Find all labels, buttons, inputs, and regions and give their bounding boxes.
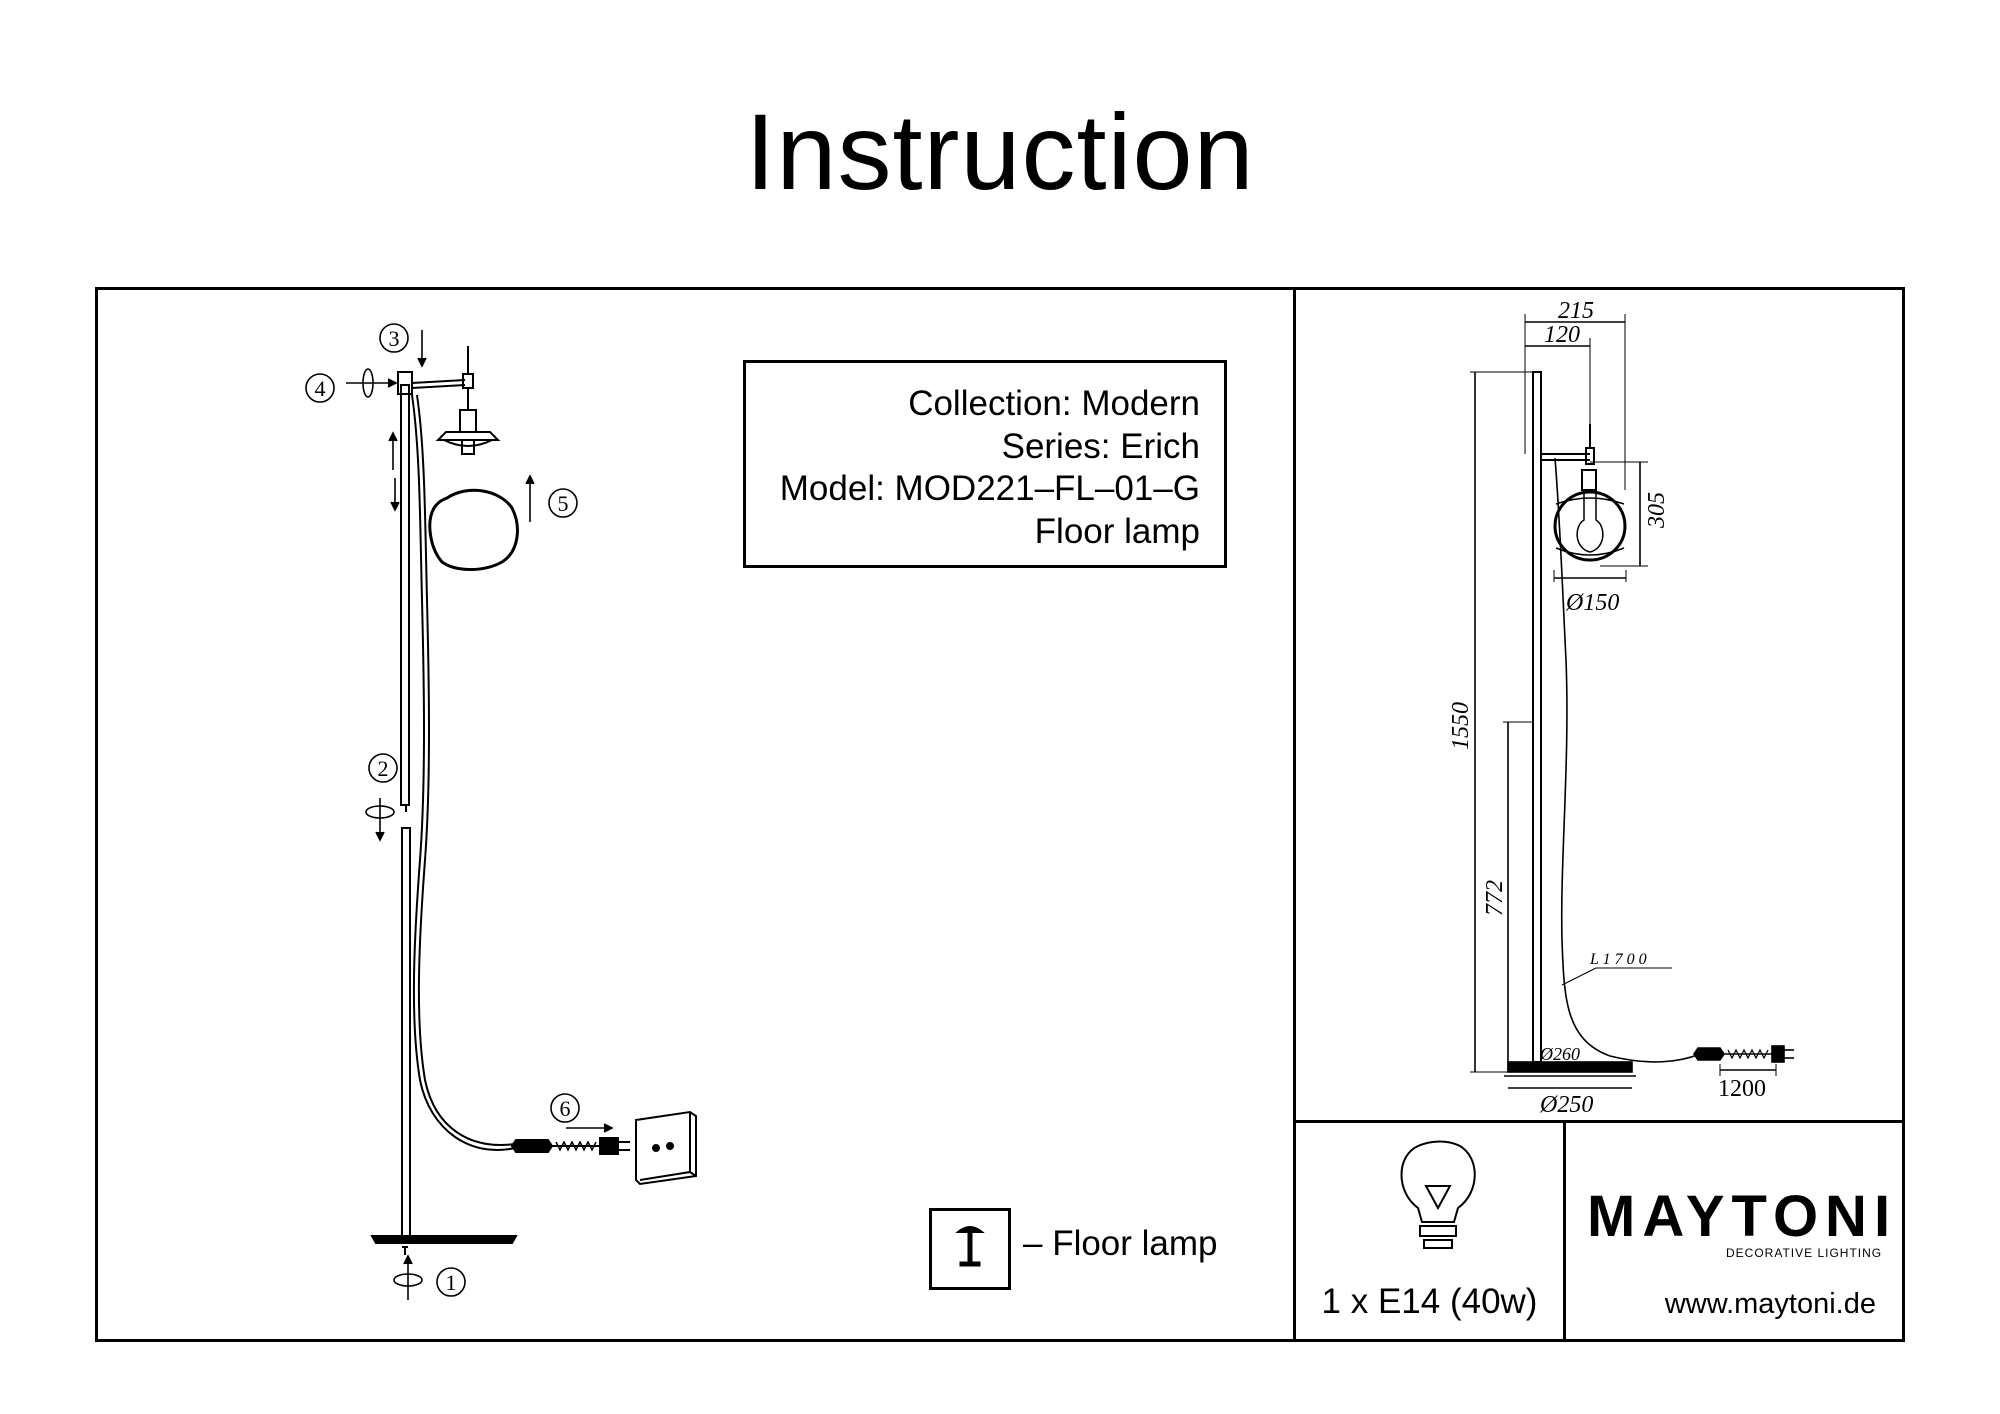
dim-total-height: 1550 [1448,702,1474,750]
dim-lamp-shade [1553,490,1627,562]
assembly-diagram [305,323,697,1300]
step-2-label: 2 [378,756,389,781]
dimension-drawing [1470,314,1794,1089]
model-label: Model: MOD221–FL–01–G [779,469,1200,508]
dimension-labels: 215 120 305 Ø150 1550 772 L 1 7 0 0 Ø260… [1448,298,1766,1118]
bulb-spec: 1 x E14 (40w) [1321,1282,1538,1321]
legend-symbol-box [929,1208,1011,1290]
step-4-label: 4 [315,376,326,401]
lamp-shade [428,488,519,571]
dim-arm-inner: 120 [1544,322,1580,348]
wall-socket [635,1110,697,1186]
divider-horizontal [1293,1120,1905,1123]
dim-base-top: Ø260 [1539,1044,1580,1064]
divider-vertical [1293,287,1296,1342]
step-numbers: 3 4 5 2 6 1 [315,326,571,1295]
dim-cable-length: L 1 7 0 0 [1589,951,1647,968]
dim-lamp-base [1504,1061,1636,1077]
product-info-box: Collection: Modern Series: Erich Model: … [743,360,1227,568]
step-3-label: 3 [389,326,400,351]
step-arrows [346,330,614,1300]
website-link[interactable]: www.maytoni.de [1664,1288,1876,1320]
brand-logo: MAYTONI [1587,1184,1898,1249]
instruction-frame [95,287,1905,1342]
page-title: Instruction [745,91,1255,212]
dim-shade-diameter: Ø150 [1565,590,1619,616]
brand-tagline: DECORATIVE LIGHTING [1726,1246,1883,1260]
lamp-base [370,1235,518,1244]
step-5-label: 5 [558,491,569,516]
step-1-label: 1 [446,1270,457,1295]
lamp-arm [397,346,474,410]
floor-lamp-icon [955,1226,985,1267]
dim-switch-cable: 1200 [1718,1076,1766,1102]
step-6-label: 6 [560,1096,571,1121]
divider-footer [1563,1120,1566,1342]
legend-text: – Floor lamp [1023,1224,1218,1263]
step-markers [305,323,580,1297]
dim-base-diameter: Ø250 [1539,1092,1593,1118]
light-bulb-icon [1400,1140,1476,1249]
product-type-label: Floor lamp [1034,511,1200,551]
series-label: Series: Erich [1001,426,1200,466]
dim-arm-total: 215 [1558,298,1594,324]
lamp-rod-upper [400,384,410,806]
dim-lamp-rod [1532,371,1542,1063]
lamp-rod-lower [401,827,411,1237]
dim-shade-height: 305 [1644,492,1670,529]
lamp-socket [435,409,501,455]
dim-lower-height: 772 [1482,880,1508,916]
lamp-cable [411,394,516,1151]
lamp-switch-plug [510,1137,630,1155]
collection-label: Collection: Modern [908,384,1200,423]
